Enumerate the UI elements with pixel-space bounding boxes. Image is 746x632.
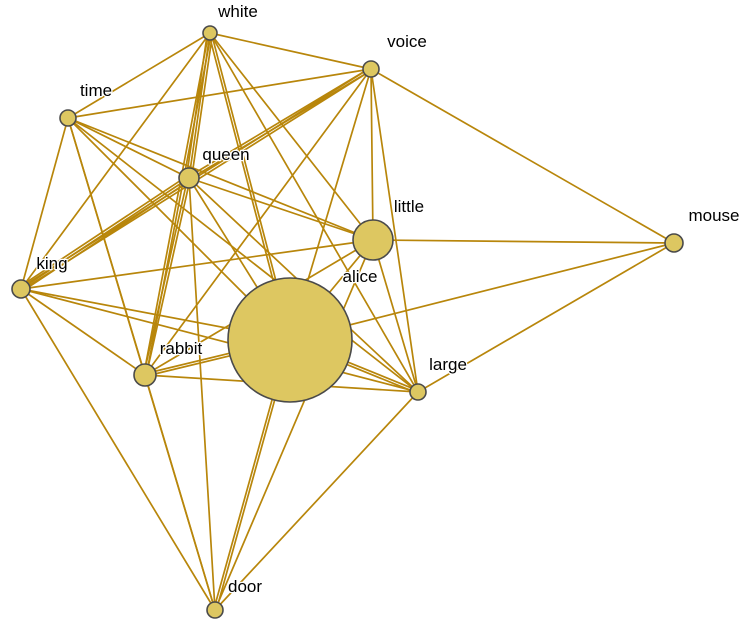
graph-edge	[67, 68, 372, 119]
graph-node-label-time: time	[80, 81, 112, 100]
graph-node-large[interactable]	[409, 383, 427, 401]
graph-edge	[190, 32, 214, 180]
graph-node-label-queen: queen	[202, 145, 249, 164]
graph-node-king[interactable]	[11, 279, 31, 299]
graph-node-label-little: little	[394, 197, 424, 216]
graph-node-label-door: door	[228, 577, 262, 596]
graph-node-label-large: large	[429, 355, 467, 374]
graph-edge	[67, 117, 419, 393]
graph-edge	[289, 242, 675, 341]
edge-layer	[18, 31, 675, 612]
graph-edge	[144, 68, 372, 376]
graph-edge	[20, 288, 146, 376]
graph-node-label-king: king	[36, 254, 67, 273]
graph-node-white[interactable]	[202, 25, 218, 41]
graph-node-queen[interactable]	[178, 167, 200, 189]
graph-edge	[142, 176, 189, 376]
graph-edge	[20, 117, 69, 290]
graph-node-label-alice: alice	[343, 267, 378, 286]
graph-node-label-mouse: mouse	[688, 206, 739, 225]
graph-edge	[20, 32, 211, 290]
graph-edge	[21, 179, 192, 293]
graph-node-label-white: white	[217, 2, 258, 21]
graph-node-rabbit[interactable]	[133, 363, 157, 387]
graph-edge	[18, 174, 189, 288]
graph-edge	[214, 239, 374, 611]
graph-edge	[209, 32, 372, 70]
graph-edge	[188, 177, 216, 611]
graph-edge	[209, 32, 374, 241]
graph-node-door[interactable]	[206, 601, 224, 619]
graph-node-voice[interactable]	[362, 60, 380, 78]
graph-node-little[interactable]	[352, 219, 394, 261]
graph-node-label-voice: voice	[387, 32, 427, 51]
node-layer	[11, 25, 684, 619]
graph-edge	[67, 32, 211, 119]
graph-edge	[144, 374, 216, 611]
graph-edge	[145, 177, 192, 377]
graph-edge	[370, 68, 419, 393]
label-layer: white voice time queen little mouse king alice r…	[35, 1, 741, 598]
graph-node-time[interactable]	[59, 109, 77, 127]
graph-edge	[20, 288, 216, 611]
graph-edge	[67, 117, 374, 241]
graph-edge	[214, 391, 419, 611]
graph-edge	[20, 239, 374, 290]
graph-edge	[209, 32, 419, 393]
graph-edge	[67, 117, 190, 179]
graph-edge	[188, 177, 374, 241]
graph-edge	[20, 177, 190, 290]
graph-edge	[370, 68, 675, 244]
graph-node-mouse[interactable]	[664, 233, 684, 253]
graph-edge	[20, 288, 419, 393]
graph-edge	[370, 68, 374, 241]
graph-node-label-rabbit: rabbit	[160, 339, 203, 358]
graph-edge	[372, 239, 419, 393]
graph-node-alice[interactable]	[227, 277, 353, 403]
graph-edge	[417, 242, 675, 393]
graph-edge	[372, 239, 675, 244]
